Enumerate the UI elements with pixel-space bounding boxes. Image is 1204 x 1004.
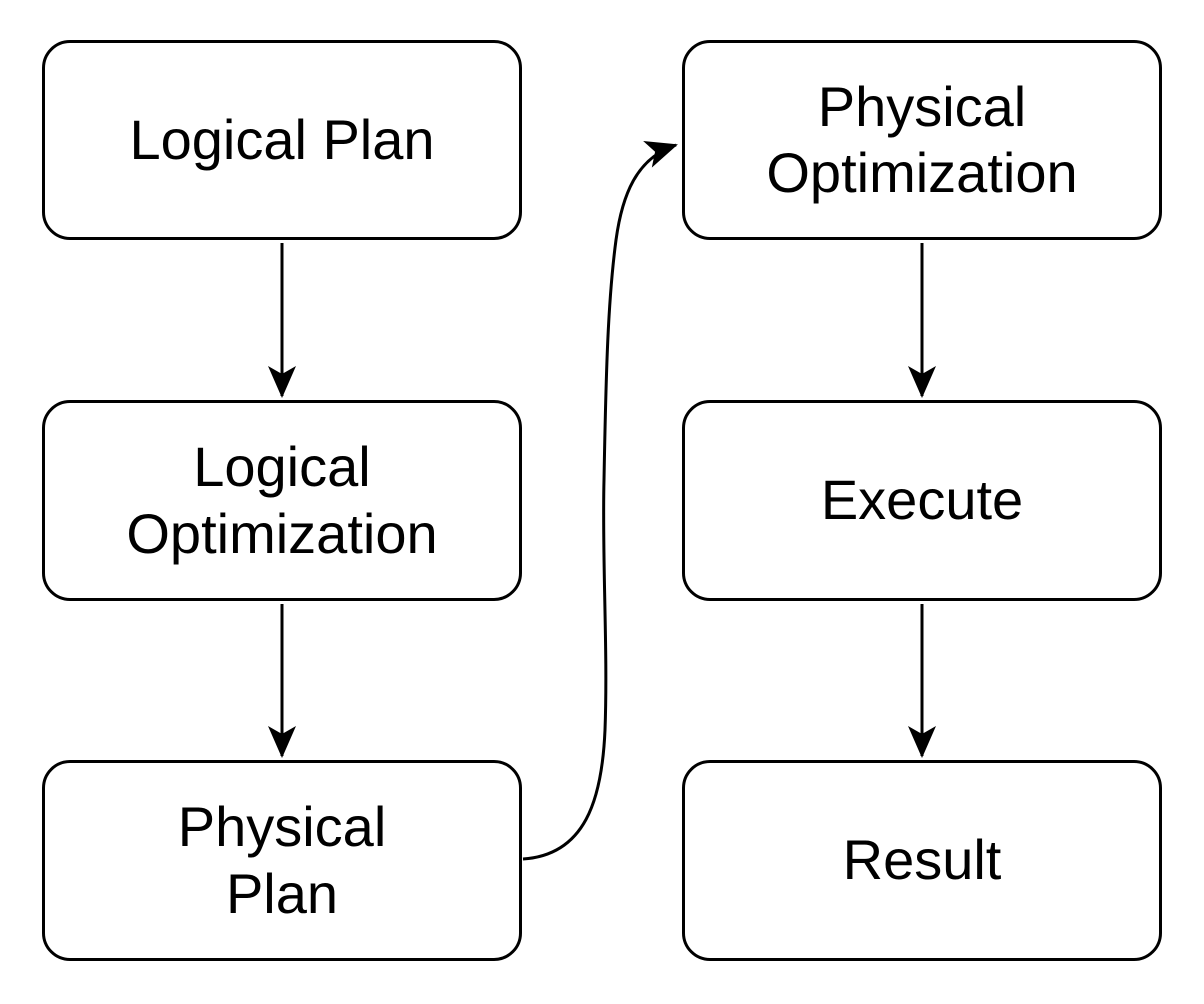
node-physical-optimization: Physical Optimization [682,40,1162,240]
node-result-label: Result [842,828,1002,892]
node-logical-optimization-label: Logical Optimization [126,435,438,565]
node-result: Result [682,760,1162,961]
node-execute: Execute [682,400,1162,601]
node-logical-plan: Logical Plan [42,40,522,240]
node-execute-label: Execute [820,468,1024,532]
node-physical-plan: Physical Plan [42,760,522,961]
edge-physical-plan-to-physical-optimization [522,140,678,861]
node-logical-plan-label: Logical Plan [129,107,435,171]
node-physical-optimization-label: Physical Optimization [766,74,1078,204]
node-logical-optimization: Logical Optimization [42,400,522,601]
node-physical-plan-label: Physical Plan [177,795,387,925]
